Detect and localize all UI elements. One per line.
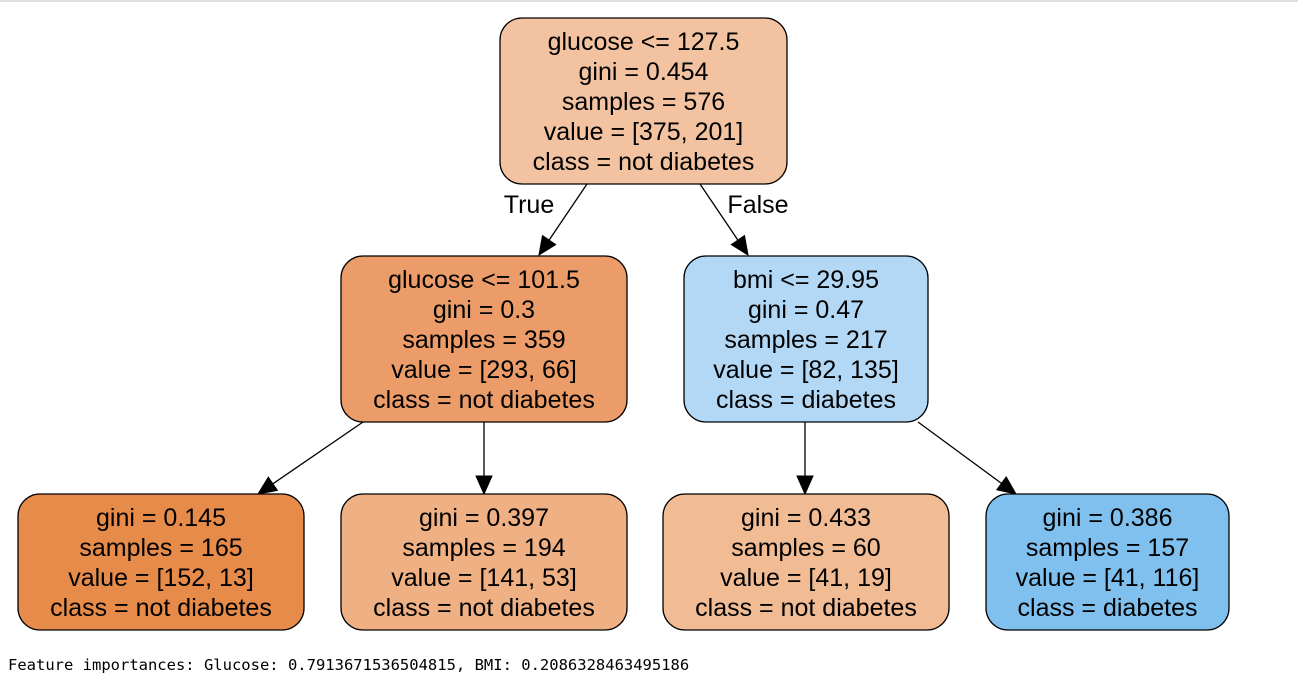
edge-root-to-n2: False bbox=[699, 183, 789, 257]
node-text-line: samples = 576 bbox=[562, 88, 725, 116]
node-text-line: gini = 0.47 bbox=[748, 296, 864, 324]
node-text-line: value = [152, 13] bbox=[68, 564, 254, 592]
node-box bbox=[340, 255, 628, 423]
node-text-line: samples = 194 bbox=[402, 534, 565, 562]
node-text-line: class = not diabetes bbox=[533, 148, 755, 176]
node-box bbox=[985, 493, 1230, 631]
node-text-line: gini = 0.386 bbox=[1043, 504, 1173, 532]
edge-line bbox=[699, 183, 739, 241]
node-box bbox=[17, 493, 305, 631]
node-text-line: class = not diabetes bbox=[695, 594, 917, 622]
edge-root-to-n1: True bbox=[504, 183, 588, 257]
node-text-line: glucose <= 101.5 bbox=[388, 266, 580, 294]
node-text-line: glucose <= 127.5 bbox=[548, 28, 740, 56]
arrowhead-icon bbox=[730, 234, 749, 257]
edge-n2-to-n6 bbox=[917, 421, 1017, 495]
arrowhead-icon bbox=[256, 476, 279, 495]
top-divider bbox=[0, 0, 1298, 2]
edge-n1-to-n4 bbox=[475, 422, 493, 496]
node-box bbox=[499, 17, 788, 185]
node-text-line: gini = 0.433 bbox=[741, 504, 871, 532]
arrowhead-icon bbox=[796, 475, 814, 496]
edge-n1-to-n3 bbox=[256, 421, 364, 495]
node-text-line: samples = 217 bbox=[724, 326, 887, 354]
node-text-line: value = [82, 135] bbox=[713, 356, 899, 384]
node-box bbox=[662, 493, 950, 631]
node-text-line: value = [41, 19] bbox=[720, 564, 892, 592]
node-text-line: samples = 359 bbox=[402, 326, 565, 354]
feature-importances-output: Feature importances: Glucose: 0.79136715… bbox=[8, 656, 690, 674]
node-text-line: class = not diabetes bbox=[50, 594, 272, 622]
node-text-line: gini = 0.3 bbox=[433, 296, 535, 324]
node-text-line: value = [141, 53] bbox=[391, 564, 577, 592]
node-text-line: class = not diabetes bbox=[373, 594, 595, 622]
node-text-line: samples = 165 bbox=[79, 534, 242, 562]
arrowhead-icon bbox=[995, 475, 1017, 495]
edge-line bbox=[548, 183, 588, 241]
node-text-line: gini = 0.454 bbox=[579, 58, 709, 86]
node-text-line: value = [41, 116] bbox=[1016, 564, 1200, 592]
node-text-line: class = diabetes bbox=[1018, 594, 1198, 622]
edge-n2-to-n5 bbox=[796, 422, 814, 496]
node-text-line: class = not diabetes bbox=[373, 386, 595, 414]
node-text-line: value = [293, 66] bbox=[391, 356, 577, 384]
node-text-line: gini = 0.145 bbox=[96, 504, 226, 532]
node-text-line: bmi <= 29.95 bbox=[733, 266, 879, 294]
node-box bbox=[340, 493, 628, 631]
node-text-line: value = [375, 201] bbox=[544, 118, 743, 146]
arrowhead-icon bbox=[538, 234, 557, 257]
node-text-line: gini = 0.397 bbox=[419, 504, 549, 532]
node-text-line: class = diabetes bbox=[716, 386, 896, 414]
node-text-line: samples = 157 bbox=[1026, 534, 1189, 562]
edge-line bbox=[917, 421, 1002, 484]
edge-label-true: True bbox=[504, 191, 554, 219]
node-box bbox=[683, 255, 929, 423]
arrowhead-icon bbox=[475, 475, 493, 496]
node-text-line: samples = 60 bbox=[731, 534, 880, 562]
edge-line bbox=[272, 421, 364, 485]
edge-label-false: False bbox=[727, 191, 788, 219]
